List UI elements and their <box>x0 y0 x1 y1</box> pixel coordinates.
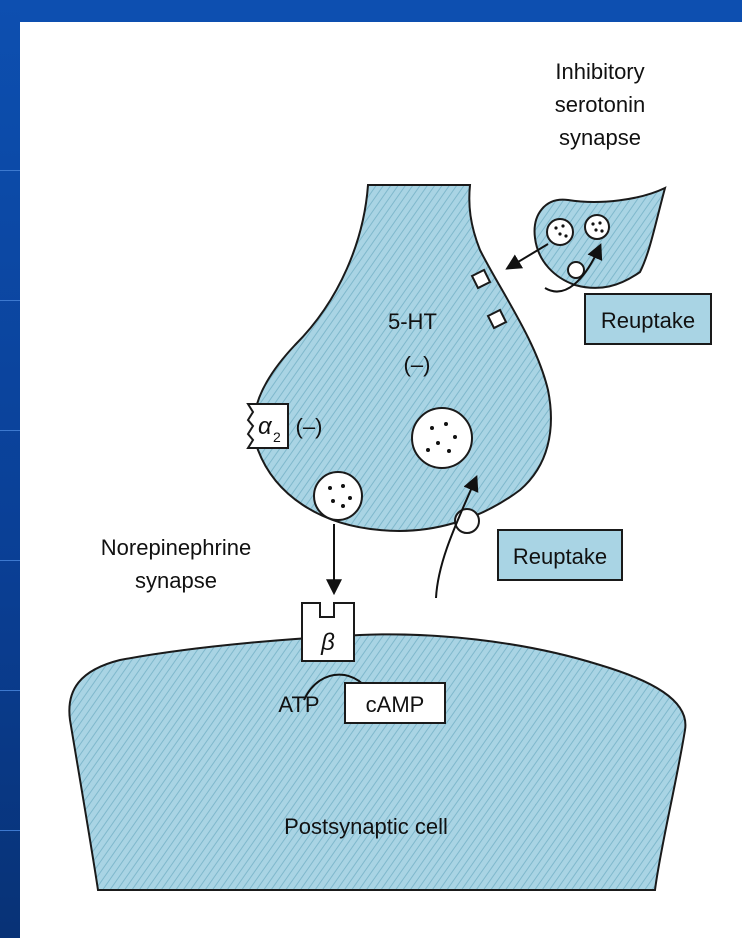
reuptake-label-top: Reuptake <box>601 308 695 333</box>
alpha-sign: (–) <box>296 414 323 439</box>
alpha-label: α <box>258 413 273 440</box>
ht5-sign: (–) <box>404 352 431 377</box>
inhibitory-label-line3: synapse <box>559 125 641 150</box>
inhibitory-label-line2: serotonin <box>555 92 646 117</box>
serotonin-vesicle <box>585 215 609 239</box>
alpha-subscript: 2 <box>273 429 281 445</box>
presynaptic-terminal <box>254 185 551 531</box>
ne-vesicle-release <box>314 472 362 520</box>
beta-label: β <box>320 629 335 656</box>
serotonin-vesicle <box>547 219 573 245</box>
norepi-label-line1: Norepinephrine <box>101 535 251 560</box>
camp-label: cAMP <box>366 692 425 717</box>
atp-label: ATP <box>278 692 319 717</box>
reuptake-label-mid: Reuptake <box>513 544 607 569</box>
postsynaptic-cell <box>69 634 685 890</box>
ne-vesicle <box>412 408 472 468</box>
inhibitory-label-line1: Inhibitory <box>555 59 644 84</box>
ht5-label: 5-HT <box>388 309 437 334</box>
norepi-label-line2: synapse <box>135 568 217 593</box>
postsynaptic-label: Postsynaptic cell <box>284 814 448 839</box>
ne-transporter <box>455 509 479 533</box>
